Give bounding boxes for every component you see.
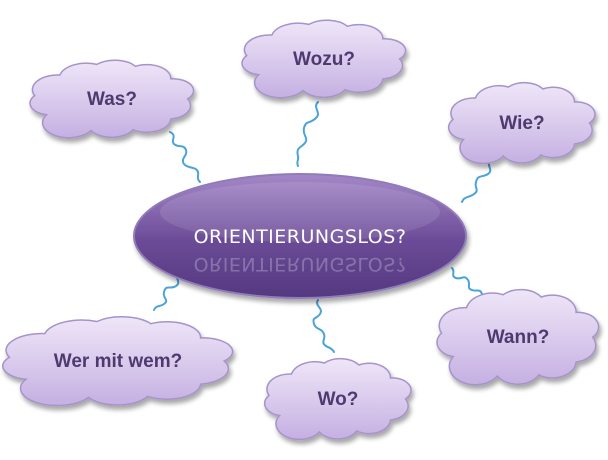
- cloud-label-wer-mit-wem: Wer mit wem?: [54, 351, 182, 372]
- cloud-shape: [436, 288, 600, 386]
- connector-was: [169, 131, 201, 183]
- cloud-shape: [29, 59, 195, 139]
- cloud-label-wann: Wann?: [487, 327, 550, 348]
- svg-text:ORIENTIERUNGSLOS?: ORIENTIERUNGSLOS?: [194, 253, 407, 275]
- cloud-shape: [1, 316, 234, 407]
- cloud-wie: Wie?: [447, 81, 596, 165]
- connector-lines: [153, 101, 492, 353]
- cloud-label-wie: Wie?: [499, 113, 544, 134]
- center-label-reflection: ORIENTIERUNGSLOS?: [194, 253, 407, 275]
- cloud-wer-mit-wem: Wer mit wem?: [1, 316, 234, 407]
- connector-wo: [312, 299, 335, 353]
- cloud-label-wozu: Wozu?: [293, 49, 355, 70]
- cloud-wo: Wo?: [263, 357, 412, 441]
- cloud-label-was: Was?: [87, 89, 137, 110]
- cloud-wozu: Wozu?: [241, 19, 407, 99]
- cloud-shape: [263, 357, 412, 441]
- connector-wie: [461, 159, 492, 203]
- center-node: ORIENTIERUNGSLOS? ORIENTIERUNGSLOS?: [133, 173, 467, 299]
- cloud-wann: Wann?: [436, 288, 600, 386]
- cloud-was: Was?: [29, 59, 195, 139]
- connector-wer-mit-wem: [153, 273, 180, 311]
- cloud-shape: [241, 19, 407, 99]
- cloud-shape: [447, 81, 596, 165]
- cloud-label-wo: Wo?: [318, 389, 359, 410]
- connector-wozu: [296, 101, 319, 167]
- center-label: ORIENTIERUNGSLOS?: [194, 226, 407, 248]
- connector-wann: [451, 267, 483, 295]
